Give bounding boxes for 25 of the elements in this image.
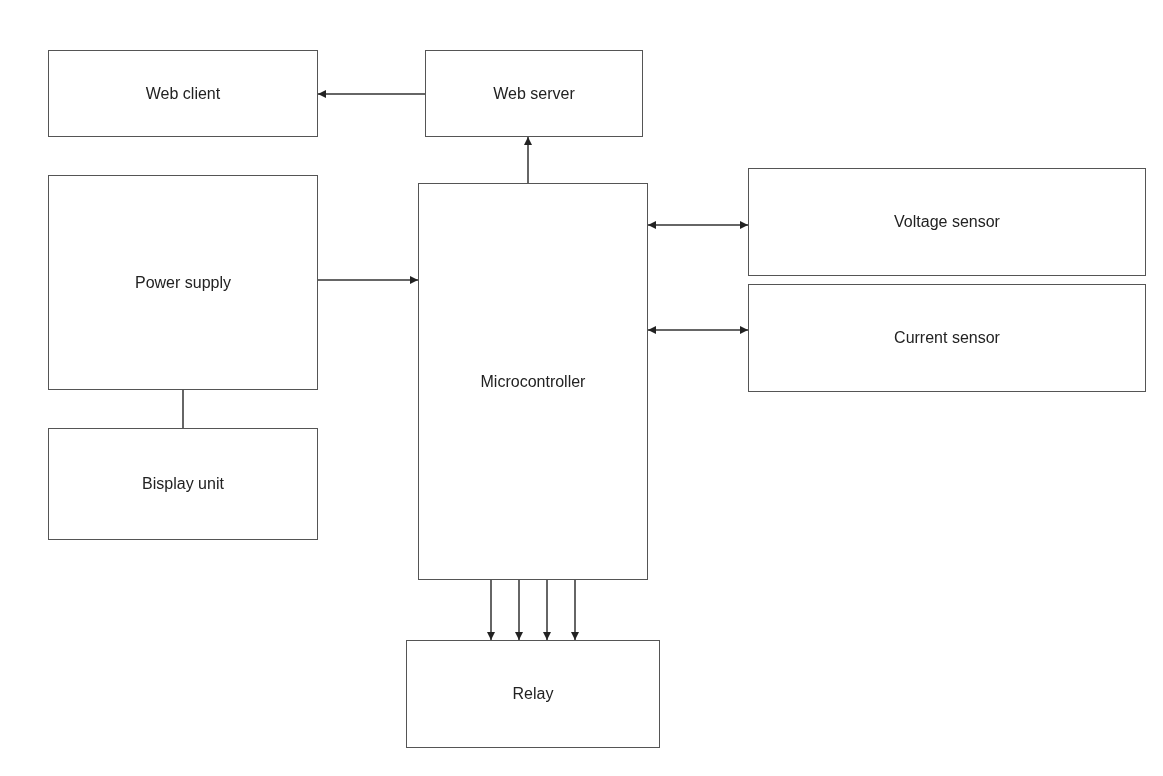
arrow: [647, 326, 749, 334]
block-label: Voltage sensor: [893, 213, 1001, 231]
block-label: Current sensor: [893, 329, 1001, 347]
block-label: Web server: [492, 84, 576, 103]
block-label: Power supply: [133, 273, 232, 292]
arrow: [647, 221, 749, 229]
arrow: [524, 136, 532, 184]
block-label: Bisplay unit: [141, 475, 225, 493]
block-label: Web client: [144, 84, 222, 103]
block-box: [748, 284, 1146, 392]
block-box: [48, 175, 318, 390]
block-box: [406, 640, 660, 748]
block-box: [425, 50, 643, 137]
block-label: Microcontroller: [479, 372, 587, 391]
arrow: [317, 90, 426, 98]
arrow: [515, 579, 523, 641]
arrow: [487, 579, 495, 641]
block-label: Relay: [511, 685, 555, 703]
block-box: [48, 50, 318, 137]
arrow: [317, 276, 419, 284]
arrow: [543, 579, 551, 641]
block-box: [48, 428, 318, 540]
arrow: [571, 579, 579, 641]
block-box: [748, 168, 1146, 276]
block-box: [418, 183, 648, 580]
